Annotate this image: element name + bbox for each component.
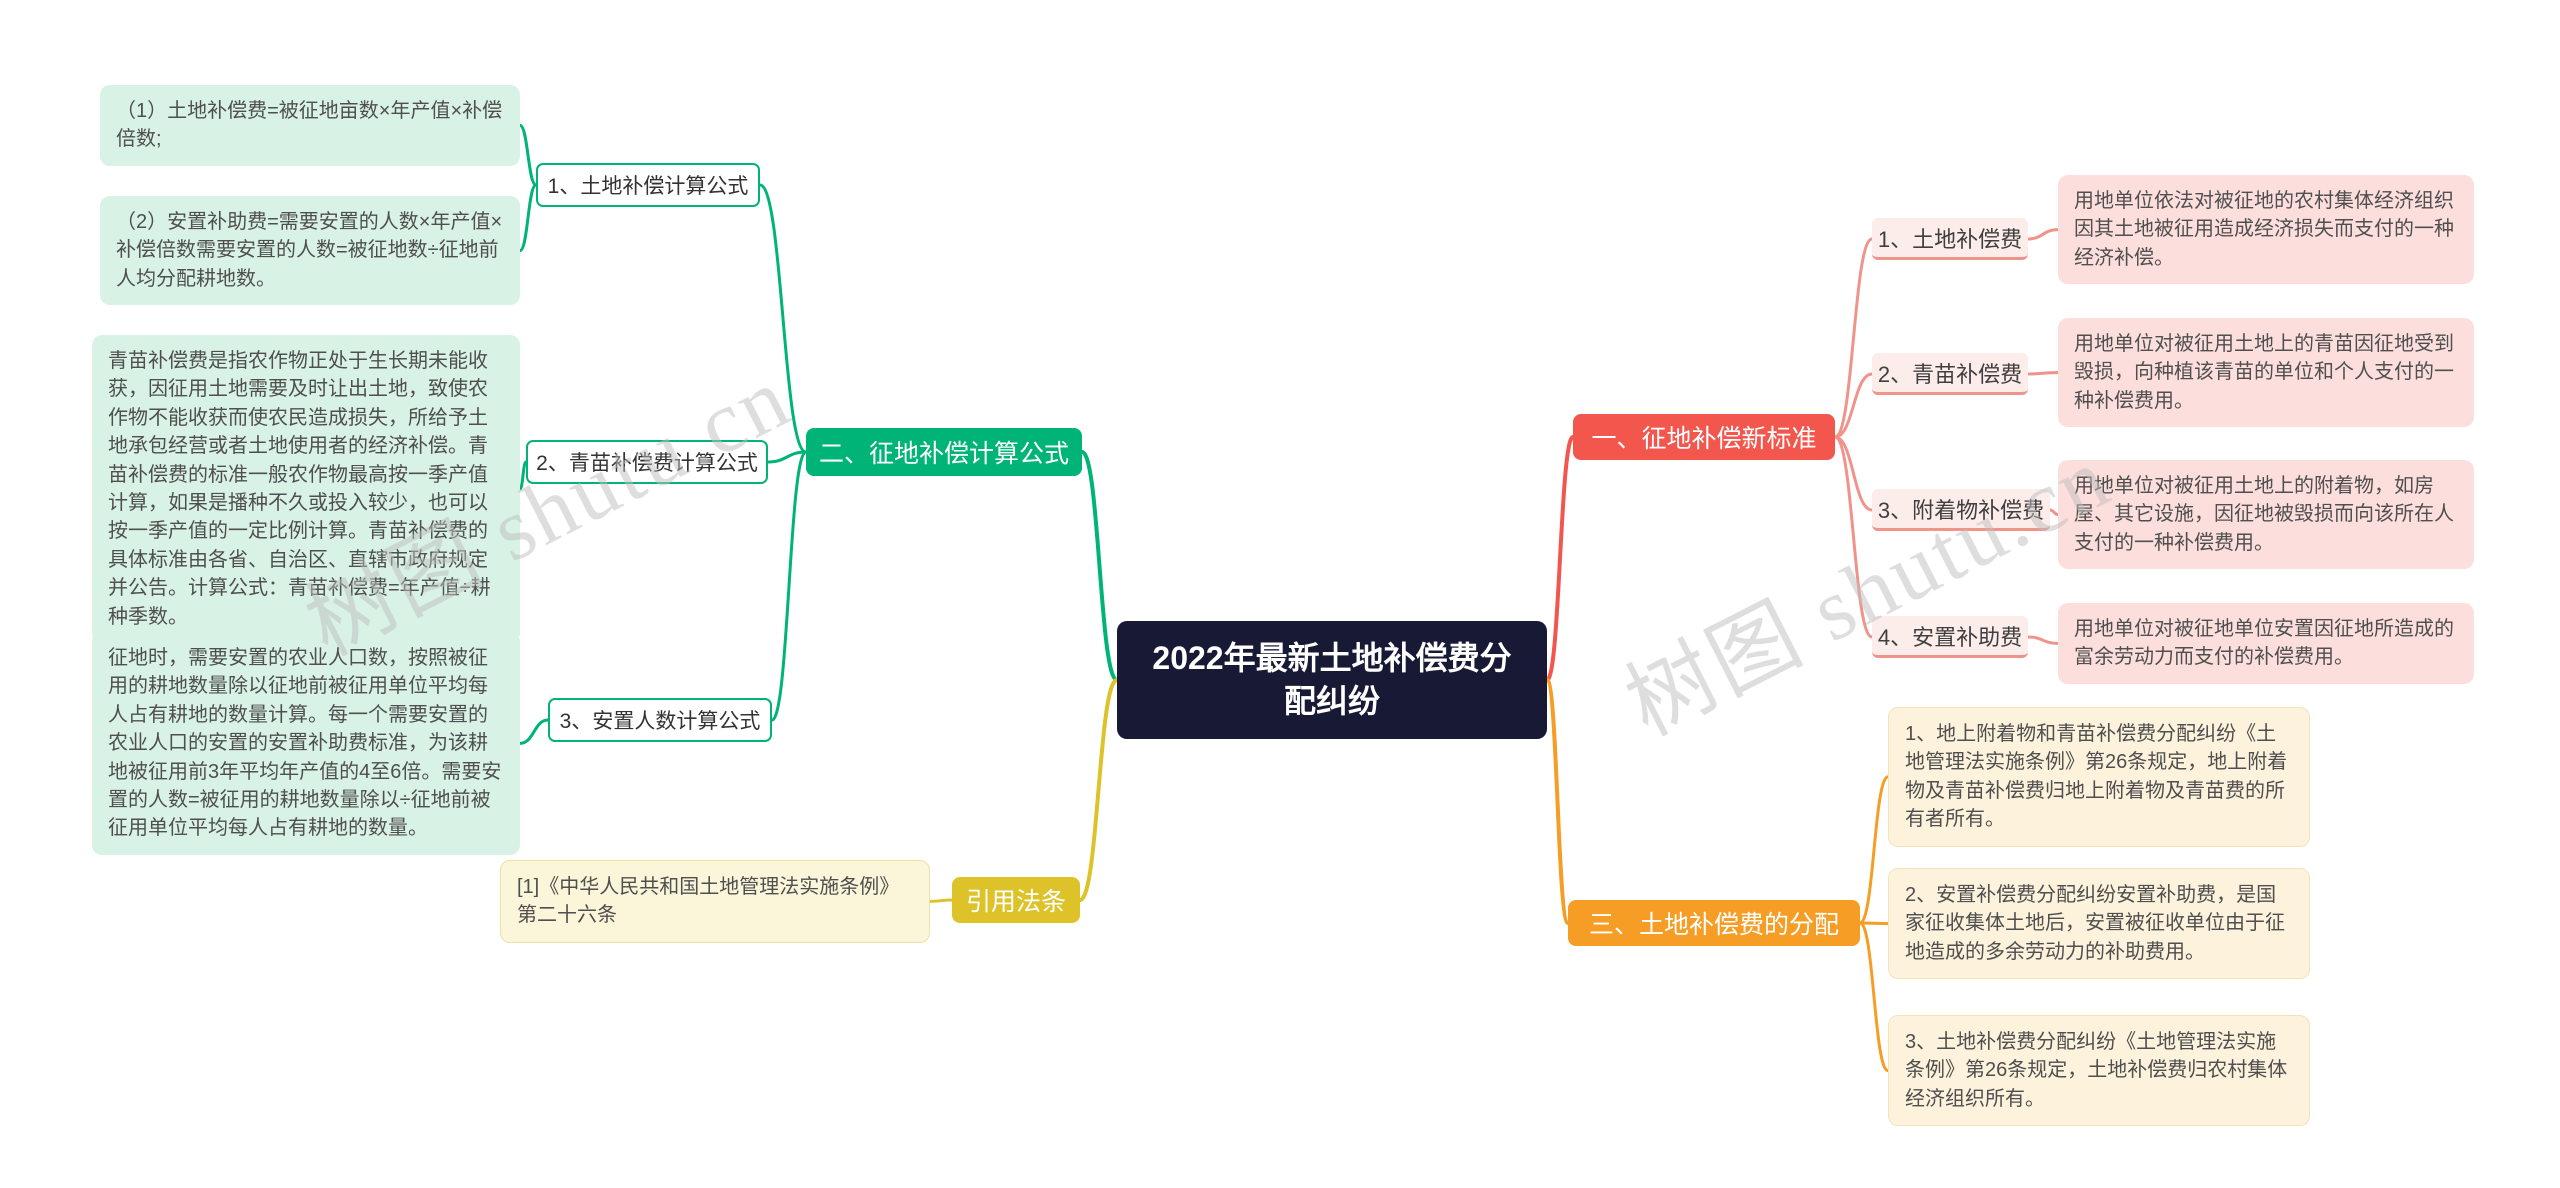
dist-leaf-0[interactable]: 1、地上附着物和青苗补偿费分配纠纷《土地管理法实施条例》第26条规定，地上附着物… — [1888, 707, 2310, 847]
connector-standard-label-3-to-standard-leaf-3 — [2026, 635, 2060, 645]
formula-child-1[interactable]: 2、青苗补偿费计算公式 — [526, 440, 768, 484]
standard-label-1[interactable]: 2、青苗补偿费 — [1872, 353, 2028, 395]
standard-label-0[interactable]: 1、土地补偿费 — [1872, 218, 2028, 260]
connector-standard-label-1-to-standard-leaf-1 — [2026, 371, 2060, 376]
formula-leaf-1-0[interactable]: 青苗补偿费是指农作物正处于生长期未能收获，因征用土地需要及时让出土地，致使农作物… — [92, 335, 520, 643]
branch-standard[interactable]: 一、征地补偿新标准 — [1573, 414, 1835, 460]
connector-branch-standard-to-standard-label-2 — [1833, 435, 1874, 512]
connector-branch-distribution-to-dist-leaf-0 — [1858, 775, 1890, 925]
connector-branch-standard-to-standard-label-1 — [1833, 372, 1874, 439]
dist-leaf-1[interactable]: 2、安置补偿费分配纠纷安置补助费，是国家征收集体土地后，安置被征收单位由于征地造… — [1888, 868, 2310, 980]
connector-branch-formula-to-formula-child-2 — [770, 450, 808, 722]
connector-branch-distribution-to-dist-leaf-1 — [1858, 921, 1890, 926]
formula-leaf-0-0[interactable]: （1）土地补偿费=被征地亩数×年产值×补偿倍数; — [100, 85, 520, 166]
standard-leaf-2[interactable]: 用地单位对被征用土地上的附着物，如房屋、其它设施，因征地被毁损而向该所在人支付的… — [2058, 460, 2474, 570]
connector-formula-child-0-to-formula-leaf-0-0 — [518, 123, 538, 187]
standard-leaf-1[interactable]: 用地单位对被征用土地上的青苗因征地受到毁损，向种植该青苗的单位和个人支付的一种补… — [2058, 318, 2474, 428]
connector-standard-label-2-to-standard-leaf-2 — [2048, 508, 2060, 517]
connector-formula-child-2-to-formula-leaf-2-0 — [518, 718, 550, 745]
connector-formula-child-1-to-formula-leaf-1-0 — [518, 460, 528, 491]
connector-root-node-to-branch-formula — [1080, 450, 1119, 682]
connector-formula-child-0-to-formula-leaf-0-1 — [518, 183, 538, 253]
connector-branch-law-to-law-leaf-0 — [928, 898, 954, 903]
law-leaf-0[interactable]: [1]《中华人民共和国土地管理法实施条例》第二十六条 — [500, 860, 930, 943]
formula-child-2[interactable]: 3、安置人数计算公式 — [548, 698, 772, 742]
formula-leaf-2-0[interactable]: 征地时，需要安置的农业人口数，按照被征用的耕地数量除以征地前被征用单位平均每人占… — [92, 632, 520, 855]
connector-branch-standard-to-standard-label-3 — [1833, 435, 1874, 639]
connector-root-node-to-branch-law — [1078, 678, 1119, 902]
connector-root-node-to-branch-standard — [1545, 435, 1575, 682]
connector-branch-distribution-to-dist-leaf-2 — [1858, 921, 1890, 1073]
connector-standard-label-0-to-standard-leaf-0 — [2026, 228, 2060, 241]
formula-child-0[interactable]: 1、土地补偿计算公式 — [536, 163, 760, 207]
branch-formula[interactable]: 二、征地补偿计算公式 — [806, 428, 1082, 476]
connector-root-node-to-branch-distribution — [1545, 678, 1570, 925]
connector-branch-formula-to-formula-child-1 — [766, 450, 808, 464]
standard-leaf-3[interactable]: 用地单位对被征地单位安置因征地所造成的富余劳动力而支付的补偿费用。 — [2058, 603, 2474, 684]
root-node[interactable]: 2022年最新土地补偿费分配纠纷 — [1117, 621, 1547, 739]
dist-leaf-2[interactable]: 3、土地补偿费分配纠纷《土地管理法实施条例》第26条规定，土地补偿费归农村集体经… — [1888, 1015, 2310, 1127]
formula-leaf-0-1[interactable]: （2）安置补助费=需要安置的人数×年产值×补偿倍数需要安置的人数=被征地数÷征地… — [100, 196, 520, 306]
connector-branch-standard-to-standard-label-0 — [1833, 237, 1874, 439]
branch-distribution[interactable]: 三、土地补偿费的分配 — [1568, 900, 1860, 946]
standard-label-3[interactable]: 4、安置补助费 — [1872, 616, 2028, 658]
connector-branch-formula-to-formula-child-0 — [758, 183, 808, 454]
standard-label-2[interactable]: 3、附着物补偿费 — [1872, 489, 2050, 531]
standard-leaf-0[interactable]: 用地单位依法对被征地的农村集体经济组织因其土地被征用造成经济损失而支付的一种经济… — [2058, 175, 2474, 285]
branch-law[interactable]: 引用法条 — [952, 877, 1080, 923]
